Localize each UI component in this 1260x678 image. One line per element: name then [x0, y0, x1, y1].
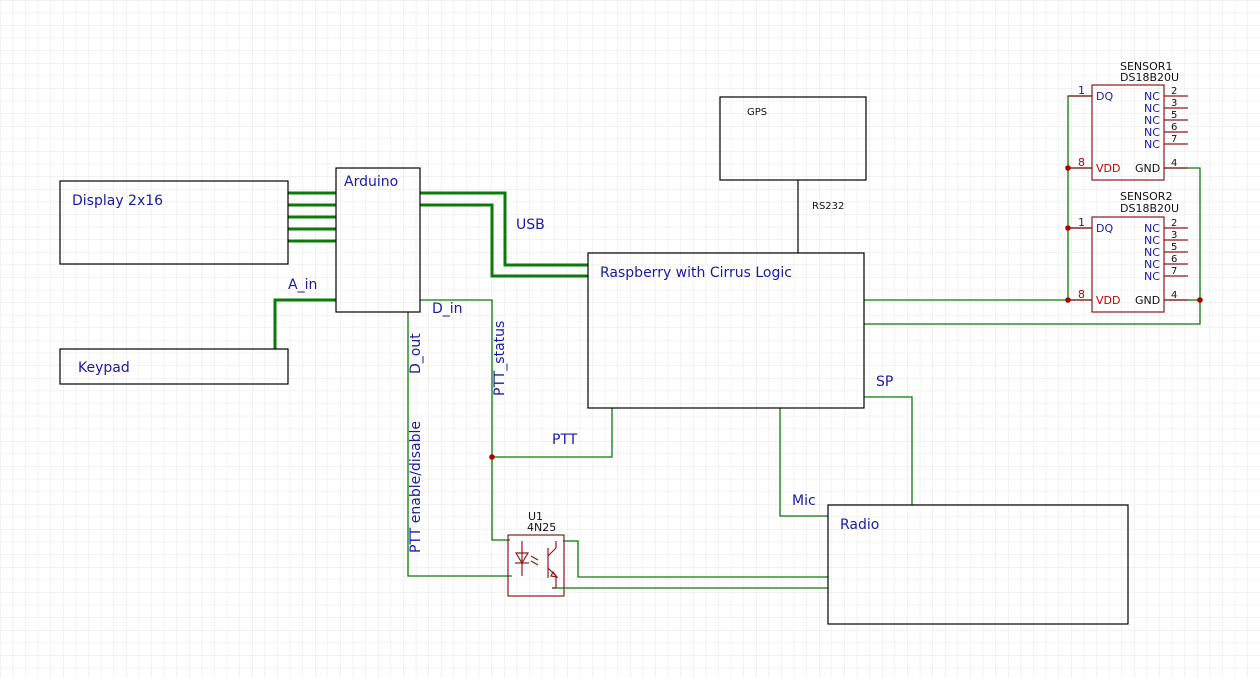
sensor2-vdd-pin: VDD	[1096, 294, 1120, 307]
sensor2-nc-pin: NC	[1144, 270, 1160, 283]
sp-net-label: SP	[876, 374, 893, 390]
sensor1-gnd-pin-number: 4	[1171, 158, 1177, 169]
sensor2-pin-number: 6	[1171, 254, 1177, 265]
display-label: Display 2x16	[72, 193, 163, 209]
mic-wire	[779, 408, 828, 517]
sensor1-nc-pin: NC	[1144, 114, 1160, 127]
junction-dot	[489, 454, 495, 460]
sensor2-pin-number: 2	[1171, 218, 1177, 229]
sensor1-vdd-pin: VDD	[1096, 162, 1120, 175]
sensor1-dq-pin-number: 1	[1078, 84, 1085, 97]
keypad-block[interactable]: Keypad	[59, 348, 289, 385]
sensor2-pin-number: 5	[1171, 242, 1177, 253]
wires	[273, 95, 1201, 589]
usb-net-label: USB	[516, 217, 545, 233]
sensor2-dq-pin: DQ	[1096, 222, 1113, 235]
sensor1-dq-pin: DQ	[1096, 90, 1113, 103]
a-in-wire	[273, 298, 336, 349]
usb-bus-line	[420, 203, 588, 278]
sensor1-nc-pin: NC	[1144, 102, 1160, 115]
radio-label: Radio	[840, 517, 879, 533]
d-out-net-label: D_out	[408, 333, 424, 374]
a-in-net-label: A_in	[288, 277, 317, 293]
opto-radio-wire	[563, 540, 828, 578]
mic-net-label: Mic	[792, 493, 816, 509]
sensor1-ref: SENSOR1	[1120, 60, 1172, 73]
sensor1[interactable]: SENSOR1 DS18B20U 1 DQ 8 VDD NC NC NC NC …	[1068, 60, 1188, 181]
display-block[interactable]: Display 2x16	[59, 180, 289, 265]
sensor1-pin-number: 3	[1171, 98, 1177, 109]
sensor2-nc-pin: NC	[1144, 258, 1160, 271]
sensor2-dq-pin-number: 1	[1078, 216, 1085, 229]
arduino-label: Arduino	[344, 174, 398, 190]
sensor2[interactable]: SENSOR2 DS18B20U 1 DQ 8 VDD NC NC NC NC …	[1068, 190, 1188, 313]
ptt-net-label: PTT	[552, 432, 578, 448]
sensor2-nc-pin: NC	[1144, 234, 1160, 247]
arduino-block[interactable]: Arduino	[335, 167, 421, 313]
sensor1-nc-pin: NC	[1144, 138, 1160, 151]
sensor2-part: DS18B20U	[1120, 202, 1179, 215]
sensor1-pin-number: 2	[1171, 86, 1177, 97]
sensor1-part: DS18B20U	[1120, 71, 1179, 84]
sensor2-gnd-pin: GND	[1135, 294, 1160, 307]
d-out-wire	[407, 312, 512, 577]
gps-label: GPS	[747, 107, 767, 118]
sensor2-pin-number: 3	[1171, 230, 1177, 241]
sensor2-nc-pin: NC	[1144, 246, 1160, 259]
d-in-net-label: D_in	[432, 301, 463, 317]
optocoupler-ref: U1	[528, 510, 543, 523]
keypad-label: Keypad	[78, 360, 130, 376]
usb-bus-line	[420, 191, 588, 267]
sensor1-nc-pin: NC	[1144, 126, 1160, 139]
sensor2-pin-number: 7	[1171, 266, 1177, 277]
d-in-wire	[420, 299, 510, 541]
sp-wire	[864, 396, 913, 505]
sensor1-gnd-pin: GND	[1135, 162, 1160, 175]
optocoupler-u1[interactable]: U1 4N25	[507, 510, 565, 597]
sensor2-gnd-pin-number: 4	[1171, 290, 1177, 301]
sensor2-nc-pin: NC	[1144, 222, 1160, 235]
ptt-status-net-label: PTT_status	[492, 321, 508, 396]
sensor2-vdd-pin-number: 8	[1078, 288, 1085, 301]
sensor1-vdd-pin-number: 8	[1078, 156, 1085, 169]
gps-block[interactable]: GPS	[719, 96, 867, 181]
sensor1-pin-number: 5	[1171, 110, 1177, 121]
sensor1-pin-number: 6	[1171, 122, 1177, 133]
optocoupler-part: 4N25	[527, 521, 556, 534]
led-icon	[514, 541, 539, 576]
ptt-enable-net-label: PTT enable/disable	[408, 421, 424, 553]
rs232-net-label: RS232	[812, 201, 844, 212]
raspberry-block[interactable]: Raspberry with Cirrus Logic	[587, 252, 865, 409]
sensor1-nc-pin: NC	[1144, 90, 1160, 103]
radio-block[interactable]: Radio	[827, 504, 1129, 625]
junction-dot	[1197, 297, 1203, 303]
phototransistor-icon	[547, 541, 559, 589]
raspberry-label: Raspberry with Cirrus Logic	[600, 265, 792, 281]
ptt-wire	[492, 408, 613, 458]
sensor2-ref: SENSOR2	[1120, 190, 1172, 203]
sensor1-pin-number: 7	[1171, 134, 1177, 145]
